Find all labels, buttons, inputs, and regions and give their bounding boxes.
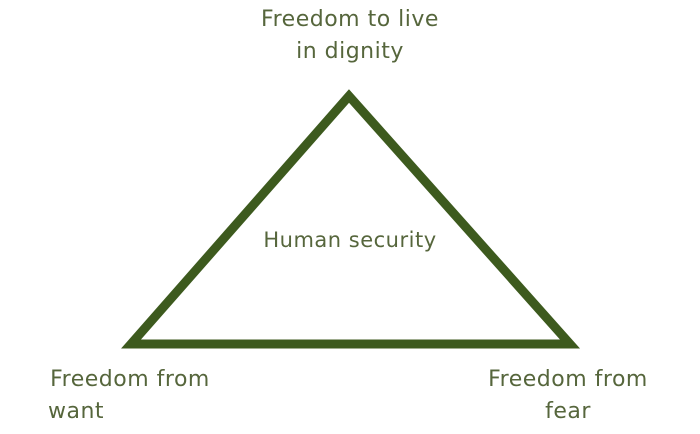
bottom-right-line-1: Freedom from [488,367,648,392]
top-vertex-label: Freedom to live in dignity [200,4,500,68]
triangle-shape [121,89,581,349]
bottom-left-line-2: want [48,399,105,424]
bottom-right-vertex-label: Freedom from fear [458,364,678,428]
top-vertex-line-2: in dignity [296,39,404,64]
center-label: Human security [263,228,437,252]
bottom-left-vertex-label: Freedom from want [20,364,240,428]
bottom-left-line-1: Freedom from [50,367,210,392]
top-vertex-line-1: Freedom to live [261,7,439,32]
bottom-right-line-2: fear [545,399,591,424]
